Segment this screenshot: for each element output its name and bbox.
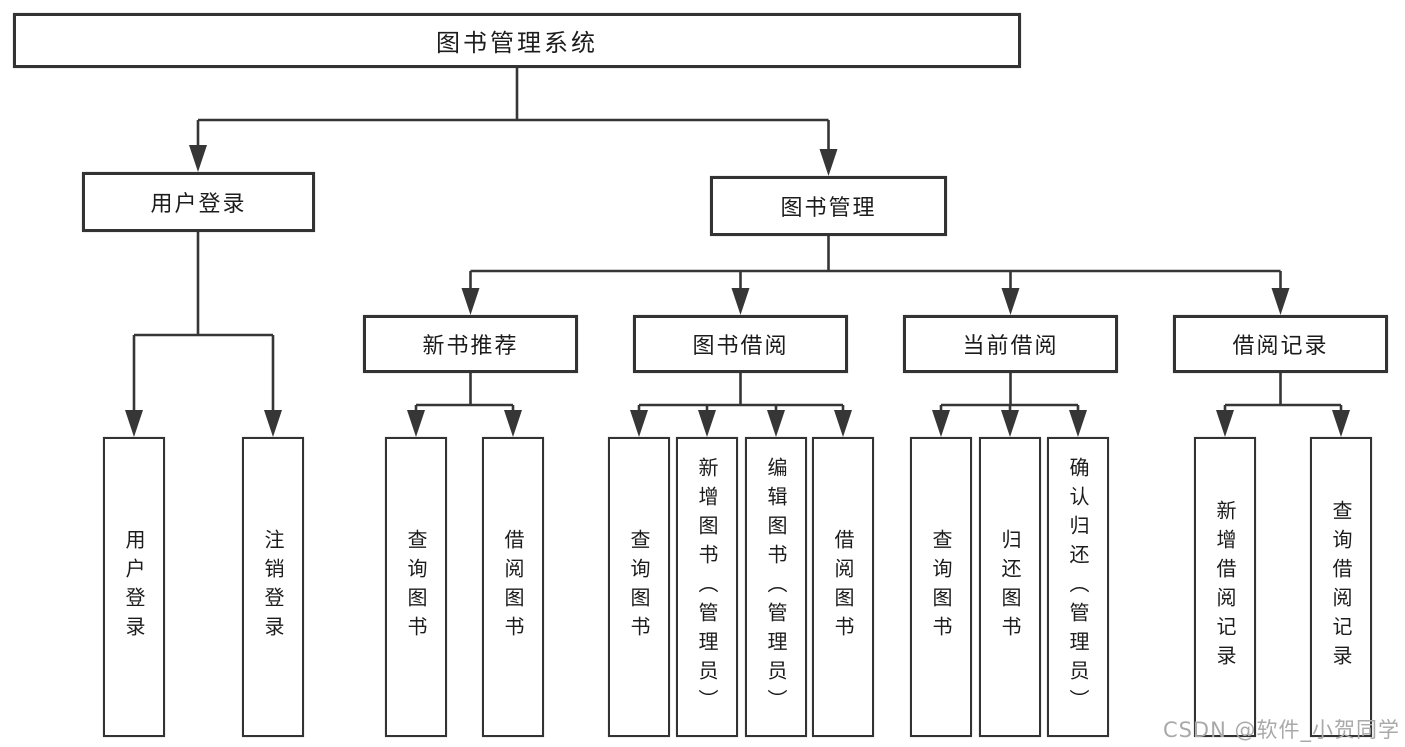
node-label: 用户登录 [122, 529, 146, 645]
node-new-book-recommend: 新书推荐 [363, 315, 578, 373]
node-label: 当前借阅 [962, 334, 1059, 359]
node-user-login: 用户登录 [82, 172, 315, 232]
leaf-borrow-query-book: 查询图书 [608, 437, 670, 737]
node-book-borrow: 图书借阅 [633, 315, 848, 373]
node-book-management: 图书管理 [710, 176, 947, 236]
node-label: 用户登录 [150, 192, 247, 217]
node-label: 编辑图书（管理员） [764, 456, 788, 718]
leaf-logout: 注销登录 [242, 437, 304, 737]
node-label: 查询借阅记录 [1329, 500, 1353, 674]
csdn-watermark: CSDN @软件_小贺同学 [1162, 718, 1400, 742]
node-label: 新增图书（管理员） [695, 456, 719, 718]
leaf-borrow-borrow-book: 借阅图书 [812, 437, 874, 737]
leaf-records-add-record: 新增借阅记录 [1194, 437, 1256, 737]
node-label: 图书借阅 [692, 334, 789, 359]
node-label: 图书管理系统 [436, 29, 598, 57]
leaf-newbooks-borrow-book: 借阅图书 [482, 437, 544, 737]
node-label: 借阅记录 [1232, 334, 1329, 359]
node-current-borrow: 当前借阅 [903, 315, 1118, 373]
node-label: 查询图书 [627, 529, 651, 645]
leaf-newbooks-query-book: 查询图书 [385, 437, 447, 737]
node-label: 图书管理 [780, 196, 877, 221]
node-label: 查询图书 [404, 529, 428, 645]
node-label: 归还图书 [998, 529, 1022, 645]
node-label: 新增借阅记录 [1213, 500, 1237, 674]
leaf-borrow-edit-book-admin: 编辑图书（管理员） [745, 437, 807, 737]
leaf-current-return-book: 归还图书 [979, 437, 1041, 737]
leaf-current-query-book: 查询图书 [910, 437, 972, 737]
leaf-current-confirm-return-admin: 确认归还（管理员） [1047, 437, 1109, 737]
leaf-user-login: 用户登录 [103, 437, 165, 737]
node-borrow-records: 借阅记录 [1173, 315, 1388, 373]
node-label: 新书推荐 [422, 334, 519, 359]
node-label: 借阅图书 [501, 529, 525, 645]
leaf-records-query-record: 查询借阅记录 [1310, 437, 1372, 737]
node-label: 查询图书 [929, 529, 953, 645]
node-root-library-system: 图书管理系统 [13, 13, 1021, 68]
node-label: 注销登录 [261, 529, 285, 645]
node-label: 借阅图书 [831, 529, 855, 645]
node-label: 确认归还（管理员） [1066, 456, 1090, 718]
leaf-borrow-add-book-admin: 新增图书（管理员） [676, 437, 738, 737]
